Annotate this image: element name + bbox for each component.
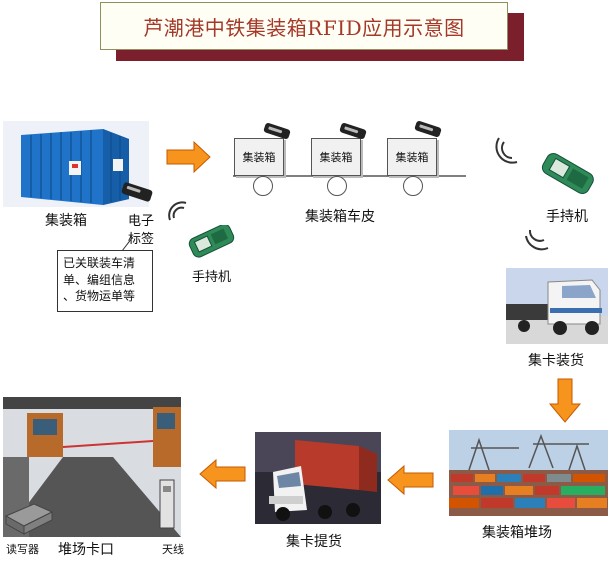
conveyor-wheel (327, 176, 347, 196)
arrow-left-2 (199, 458, 246, 490)
truck-loading-image (506, 268, 608, 344)
conveyor-box-1: 集装箱 (234, 138, 284, 176)
truck-pickup-image (255, 432, 381, 524)
handheld-left-label: 手持机 (192, 270, 232, 285)
conveyor-box-2: 集装箱 (311, 138, 361, 176)
truck-loading-label: 集卡装货 (528, 353, 584, 369)
yard-label: 集装箱堆场 (482, 525, 552, 541)
conveyor-track (233, 175, 466, 177)
container-label: 集装箱 (45, 213, 87, 229)
e-tag-label-1: 电子 (128, 214, 155, 229)
reader-label: 读写器 (6, 543, 39, 556)
conveyor-wheel (253, 176, 273, 196)
note-box: 已关联装车清 单、编组信息 、货物运单等 (57, 250, 153, 312)
handheld-terminal-icon (188, 225, 235, 258)
diagram-title: 芦潮港中铁集装箱RFID应用示意图 (100, 2, 508, 50)
wireless-signal-icon (495, 137, 518, 164)
e-tag-label-2: 标签 (128, 232, 155, 247)
handheld-terminal-icon (541, 153, 594, 194)
note-line-2: 单、编组信息 (63, 272, 136, 287)
handheld-right-label: 手持机 (546, 209, 588, 225)
rfid-tag-icon (414, 120, 442, 138)
conveyor-box-3: 集装箱 (387, 138, 437, 176)
arrow-right-1 (166, 140, 211, 174)
container-image (3, 121, 149, 207)
arrow-down (548, 378, 582, 423)
conveyor-label: 集装箱车皮 (305, 209, 375, 225)
note-callout-line (121, 238, 133, 252)
arrow-left-1 (387, 464, 434, 496)
rfid-reader-icon (4, 503, 54, 535)
antenna-label: 天线 (162, 543, 184, 556)
note-line-3: 、货物运单等 (63, 289, 136, 303)
wireless-signal-icon (525, 229, 549, 251)
antenna-icon (159, 479, 175, 529)
truck-pickup-label: 集卡提货 (286, 534, 342, 550)
note-line-1: 已关联装车清 (63, 256, 136, 270)
conveyor-wheel (403, 176, 423, 196)
gate-label: 堆场卡口 (58, 542, 114, 558)
yard-gate-image (3, 397, 181, 537)
container-yard-image (449, 430, 608, 516)
wireless-signal-icon (168, 201, 187, 221)
